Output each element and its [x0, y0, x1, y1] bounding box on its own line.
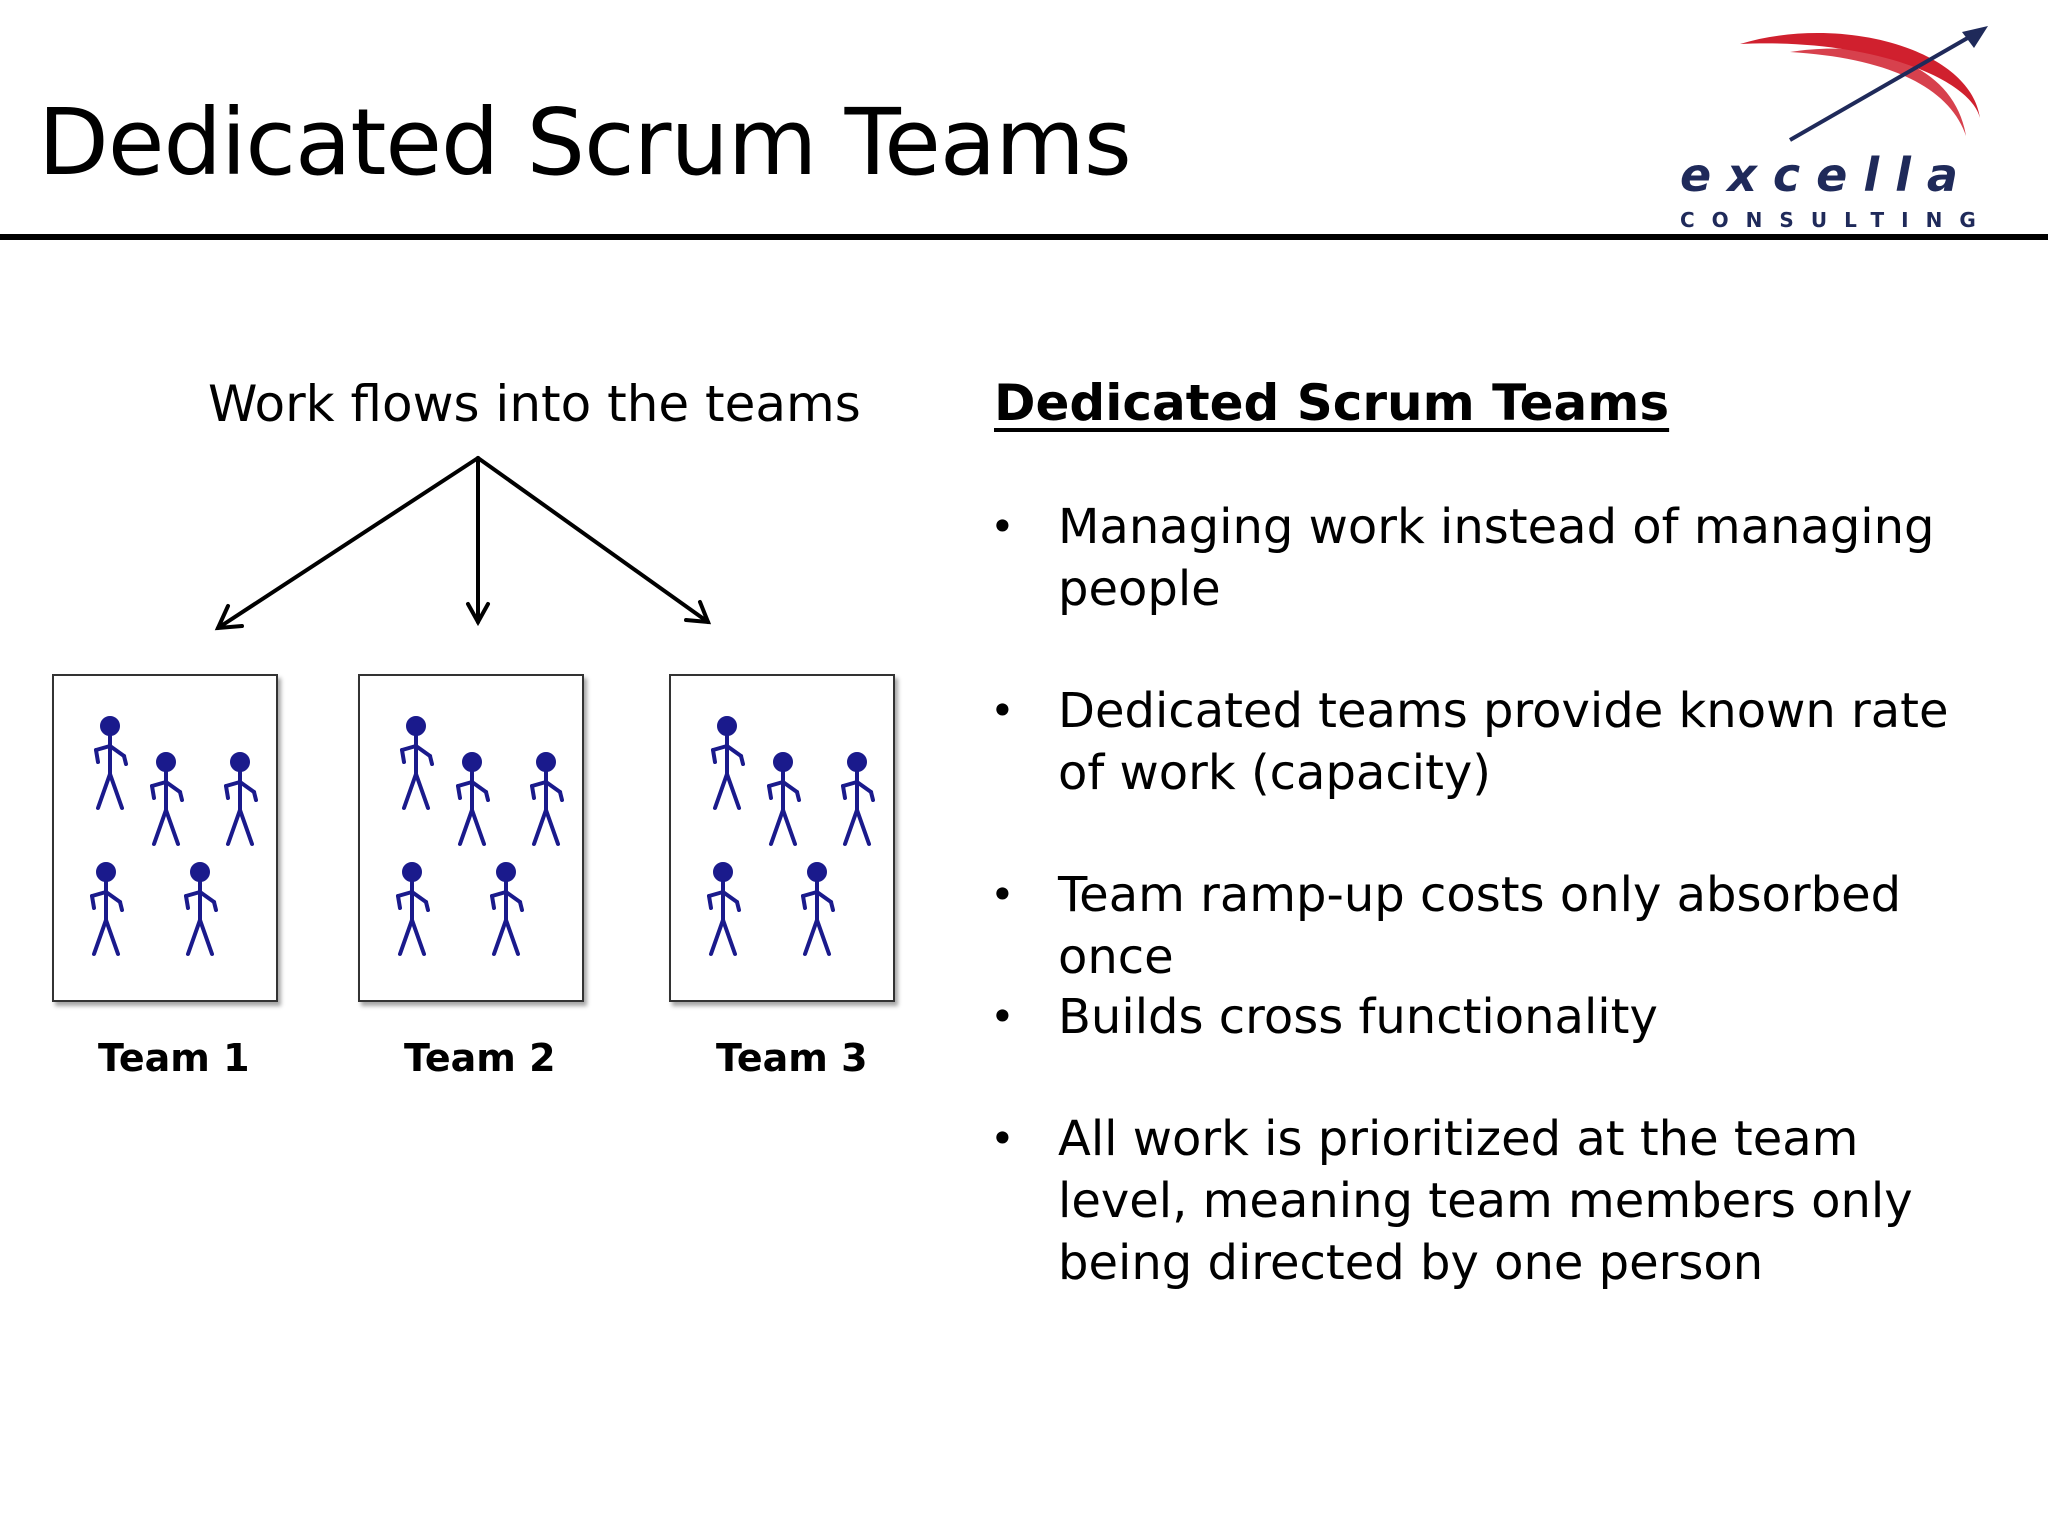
person-icon	[490, 862, 524, 956]
team-box-2	[358, 674, 584, 1002]
panel-heading: Dedicated Scrum Teams	[994, 374, 1670, 432]
team-label-2: Team 2	[404, 1036, 556, 1080]
bullet-glyph: •	[990, 992, 1015, 1041]
bullet-glyph: •	[990, 1114, 1015, 1163]
team-members-group	[707, 716, 875, 956]
person-icon	[94, 716, 128, 810]
bullet-glyph: •	[990, 502, 1015, 551]
team-box-3	[669, 674, 895, 1002]
team-label-1: Team 1	[98, 1036, 250, 1080]
flow-arrows	[214, 456, 712, 631]
excella-logo: excella CONSULTING	[1670, 18, 2020, 232]
logo-tagline: CONSULTING	[1680, 208, 1993, 232]
person-icon	[530, 752, 564, 846]
bullet-text: Dedicated teams provide known rate of wo…	[1058, 683, 1949, 801]
team-label-3: Team 3	[716, 1036, 868, 1080]
bullet-text: Team ramp-up costs only absorbed once	[1058, 867, 1902, 985]
arrow-left	[216, 456, 480, 630]
person-icon	[456, 752, 490, 846]
person-icon	[400, 716, 434, 810]
logo-wordmark: excella	[1680, 148, 1974, 202]
arrow-right	[476, 456, 710, 624]
header-divider	[0, 234, 2048, 240]
slide-title: Dedicated Scrum Teams	[38, 89, 1132, 196]
flow-caption: Work flows into the teams	[208, 375, 861, 433]
bullet-text: Builds cross functionality	[1058, 989, 1658, 1045]
bullet-glyph: •	[990, 870, 1015, 919]
person-icon	[396, 862, 430, 956]
team-members-group	[396, 716, 564, 956]
person-icon	[711, 716, 745, 810]
arrowhead-middle	[466, 602, 490, 627]
person-icon	[224, 752, 258, 846]
team-box-1	[52, 674, 278, 1002]
person-icon	[150, 752, 184, 846]
person-icon	[801, 862, 835, 956]
person-icon	[184, 862, 218, 956]
person-icon	[707, 862, 741, 956]
arrowhead-left	[214, 604, 244, 631]
person-icon	[841, 752, 875, 846]
bullet-glyph: •	[990, 686, 1015, 735]
person-icon	[767, 752, 801, 846]
bullet-text: Managing work instead of managing people	[1058, 499, 1935, 617]
person-icon	[90, 862, 124, 956]
arrowhead-right	[684, 600, 712, 625]
bullet-text: All work is prioritized at the team leve…	[1058, 1111, 1913, 1291]
team-members-group	[90, 716, 258, 956]
logo-swoosh-icon	[1740, 26, 1988, 142]
